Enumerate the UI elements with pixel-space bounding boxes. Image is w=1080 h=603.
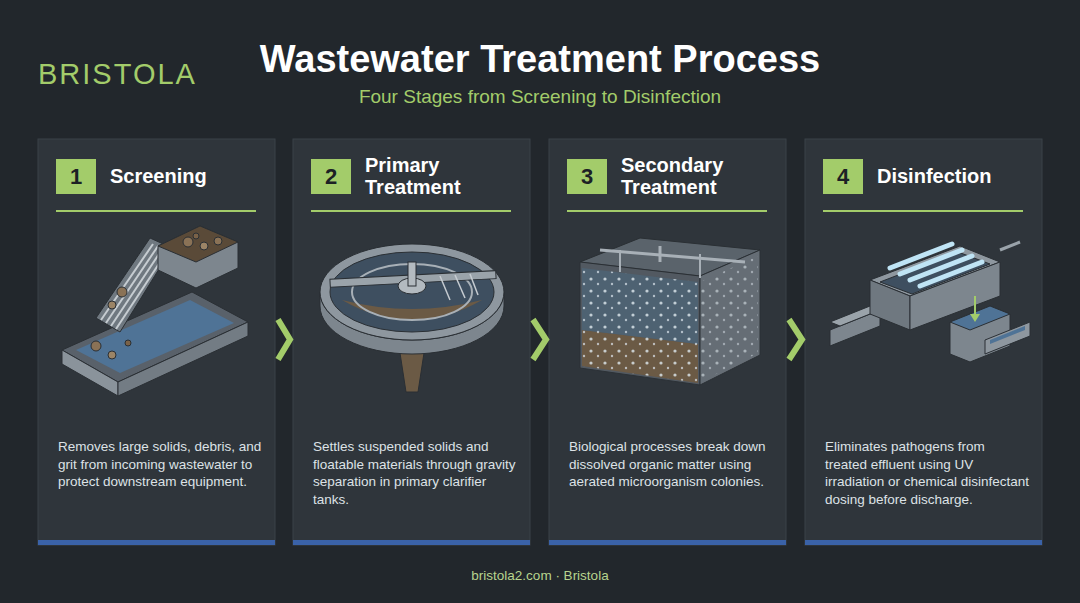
heading-rules-part xyxy=(311,210,511,212)
stage-description: Eliminates pathogens from treated efflue… xyxy=(825,438,1030,508)
uv-channel-part xyxy=(990,326,1025,344)
flow-chevron xyxy=(278,320,290,360)
uv-channel-part xyxy=(1000,242,1020,250)
bar-screen-part xyxy=(214,237,222,245)
aeration-tank-part xyxy=(582,268,698,383)
bar-screen-part xyxy=(193,233,199,239)
bar-screen-part-part xyxy=(101,244,153,320)
uv-channel-part-part xyxy=(920,262,982,286)
aeration-tank-part xyxy=(699,254,701,278)
stage-card: 1 ScreeningRemoves large solids, debris, … xyxy=(38,139,275,540)
stage-heading: Disinfection xyxy=(877,165,1027,187)
aeration-tank-part xyxy=(700,250,760,385)
step-number: 2 xyxy=(311,159,351,194)
card-grounds-part xyxy=(38,139,275,545)
stage-description: Biological processes break down dissolve… xyxy=(569,438,774,491)
footer-caption: bristola2.com · Bristola xyxy=(0,568,1080,583)
clarifier-illustration xyxy=(320,244,504,392)
clarifier-part xyxy=(440,274,478,300)
card-grounds-part xyxy=(805,139,1042,545)
aeration-tank-illustration xyxy=(580,238,760,385)
uv-channel-illustration xyxy=(830,242,1030,362)
card-grounds xyxy=(38,139,1042,545)
bar-screen-part xyxy=(183,237,193,247)
stage-description: Removes large solids, debris, and grit f… xyxy=(58,438,263,491)
card-bars-part xyxy=(38,540,275,545)
flow-chevron xyxy=(533,320,546,360)
aeration-tank-part xyxy=(619,250,621,272)
bar-screen-part xyxy=(200,242,208,250)
card-bars-part xyxy=(805,540,1042,545)
clarifier-part-part xyxy=(440,276,450,300)
heading-rules xyxy=(56,210,1023,212)
bar-screen-part-part xyxy=(106,246,158,323)
bar-screen-part-part xyxy=(111,248,163,326)
card-bars-part xyxy=(293,540,530,545)
bar-screen-part xyxy=(108,351,116,359)
bar-screen-part xyxy=(76,300,234,373)
uv-channel-part xyxy=(970,314,980,322)
card-bars xyxy=(38,540,1042,545)
heading-rules-part xyxy=(823,210,1023,212)
clarifier-part-part xyxy=(470,274,478,295)
step-number: 3 xyxy=(567,159,607,194)
brand-logo: BRISTOLA xyxy=(38,58,197,91)
bar-screen-part xyxy=(158,226,238,288)
bar-screen-part xyxy=(91,341,101,351)
uv-channel-part xyxy=(985,322,1030,354)
aeration-tank-part xyxy=(600,250,745,262)
step-number: 1 xyxy=(56,159,96,194)
clarifier-part xyxy=(320,244,504,340)
uv-channel-part xyxy=(950,306,1010,330)
stage-description: Settles suspended solids and floatable m… xyxy=(313,438,518,508)
bar-screen-part xyxy=(117,287,127,297)
card-grounds-part xyxy=(549,139,786,545)
stage-heading: Secondary Treatment xyxy=(621,154,771,198)
heading-rules-part xyxy=(567,210,767,212)
stage-card: 3 Secondary TreatmentBiological processes… xyxy=(549,139,786,540)
flow-chevron xyxy=(789,320,802,360)
aeration-tank-part xyxy=(580,262,700,385)
clarifier-part xyxy=(342,300,482,320)
stage-card: 2 Primary TreatmentSettles suspended soli… xyxy=(293,139,530,540)
stage-heading: Primary Treatment xyxy=(365,154,515,198)
stage-heading: Screening xyxy=(110,165,260,187)
clarifier-part-part xyxy=(455,275,465,298)
bar-screen-part xyxy=(158,226,238,262)
aeration-tank-part xyxy=(700,256,758,382)
heading-rules-part xyxy=(56,210,256,212)
clarifier-part xyxy=(408,262,416,286)
bar-screen-part xyxy=(108,301,116,309)
bar-screen-illustration xyxy=(62,226,248,396)
clarifier-part xyxy=(330,252,494,332)
card-bars-part xyxy=(549,540,786,545)
stage-card: 4 DisinfectionEliminates pathogens from t… xyxy=(805,139,1042,540)
card-grounds-part xyxy=(293,139,530,545)
step-number: 4 xyxy=(823,159,863,194)
aeration-tank-part xyxy=(659,246,662,262)
bar-screen-part xyxy=(125,340,131,346)
subtitle: Four Stages from Screening to Disinfecti… xyxy=(0,86,1080,108)
uv-channel-part xyxy=(890,244,982,286)
